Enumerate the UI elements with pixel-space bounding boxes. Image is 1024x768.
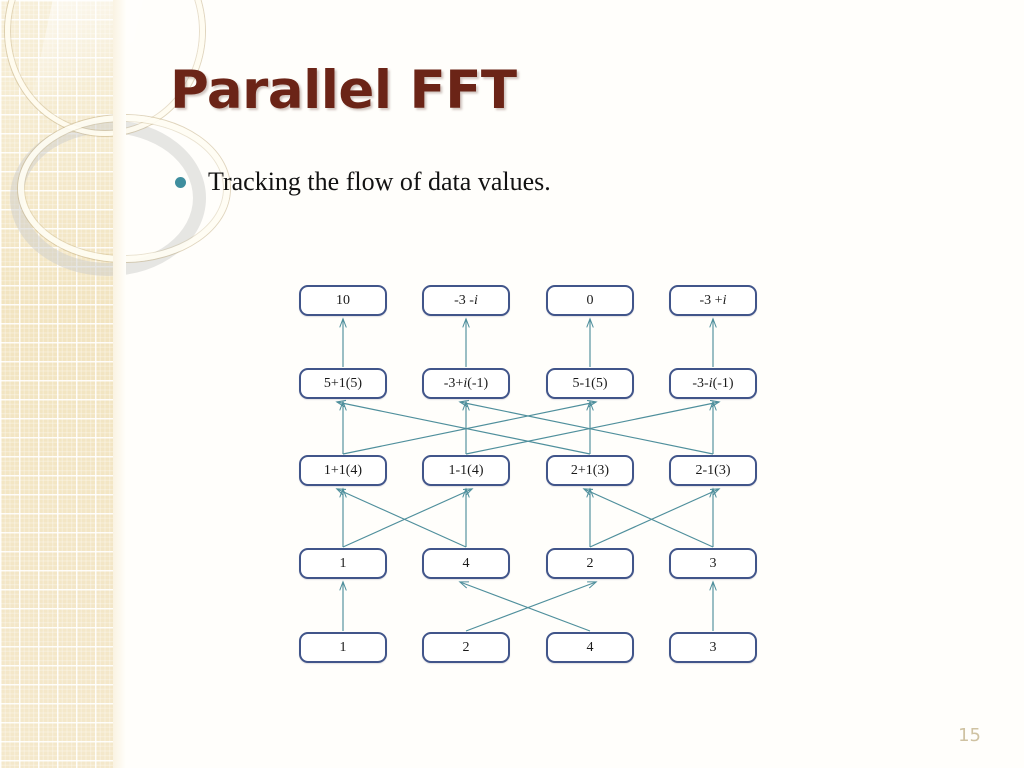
node-r4-c0: 1 bbox=[299, 632, 387, 663]
panel-edge-fade bbox=[113, 0, 126, 768]
node-r4-c2: 4 bbox=[546, 632, 634, 663]
edge-butterfly-2-1-to-3 bbox=[465, 402, 719, 455]
node-r3-c0: 1 bbox=[299, 548, 387, 579]
edge-butterfly-2-3-to-1 bbox=[460, 402, 714, 455]
node-r3-c2: 2 bbox=[546, 548, 634, 579]
slide-title: Parallel FFT bbox=[170, 60, 517, 121]
bullet-item: Tracking the flow of data values. bbox=[175, 167, 551, 197]
node-r1-c1: -3+i(-1) bbox=[422, 368, 510, 399]
bullet-text: Tracking the flow of data values. bbox=[208, 167, 551, 196]
edge-butterfly-2-0-to-2 bbox=[342, 402, 596, 455]
node-r2-c2: 2+1(3) bbox=[546, 455, 634, 486]
edge-butterfly-1-3-to-2 bbox=[584, 489, 714, 548]
page-number: 15 bbox=[958, 725, 981, 746]
edge-butterfly-2-2-to-0 bbox=[337, 402, 591, 455]
edge-permute-1-to-2 bbox=[465, 582, 596, 632]
edge-permute-2-to-1 bbox=[460, 582, 591, 632]
node-r4-c1: 2 bbox=[422, 632, 510, 663]
node-r2-c3: 2-1(3) bbox=[669, 455, 757, 486]
node-r3-c1: 4 bbox=[422, 548, 510, 579]
bullet-marker-icon bbox=[175, 176, 186, 188]
node-r1-c0: 5+1(5) bbox=[299, 368, 387, 399]
node-r0-c3: -3 + i bbox=[669, 285, 757, 316]
edge-butterfly-1-2-to-3 bbox=[589, 489, 719, 548]
edge-butterfly-1-0-to-1 bbox=[342, 489, 472, 548]
node-r4-c3: 3 bbox=[669, 632, 757, 663]
edge-butterfly-1-1-to-0 bbox=[337, 489, 467, 548]
node-r0-c2: 0 bbox=[546, 285, 634, 316]
node-r1-c3: -3-i(-1) bbox=[669, 368, 757, 399]
edge-group bbox=[337, 319, 719, 632]
node-r3-c3: 3 bbox=[669, 548, 757, 579]
node-r0-c0: 10 bbox=[299, 285, 387, 316]
node-r2-c0: 1+1(4) bbox=[299, 455, 387, 486]
node-r2-c1: 1-1(4) bbox=[422, 455, 510, 486]
node-r0-c1: -3 - i bbox=[422, 285, 510, 316]
node-r1-c2: 5-1(5) bbox=[546, 368, 634, 399]
